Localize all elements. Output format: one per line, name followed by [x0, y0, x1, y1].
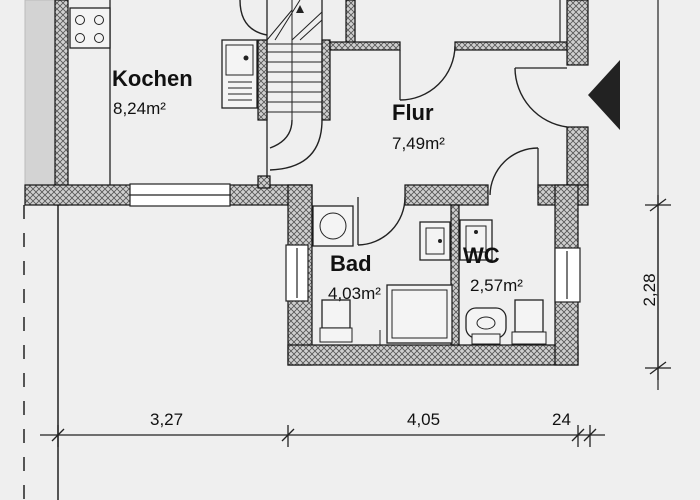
wall-stair-right: [321, 39, 331, 121]
bathroom-area: 4,03m²: [328, 284, 381, 303]
dimension-label-width-3: 24: [552, 410, 571, 429]
wall-bath-top: [404, 184, 489, 206]
wall-stair-left: [257, 39, 268, 121]
dimension-label-width-1: 3,27: [150, 410, 183, 429]
wc-name: WC: [463, 243, 500, 268]
wc-window: [554, 247, 581, 303]
exterior-strip: [24, 0, 56, 186]
hallway-name: Flur: [392, 100, 434, 125]
wc-cabinet: [511, 299, 547, 345]
bath-door: [357, 196, 406, 246]
wall-bath-wc-divider: [450, 204, 460, 346]
wc-sink-icon: [459, 219, 493, 261]
sink-icon: [221, 39, 258, 109]
wc-area: 2,57m²: [470, 276, 523, 295]
wall-stair-bottom: [257, 175, 271, 189]
toilet-icon: [465, 307, 507, 345]
washing-machine-icon: [312, 205, 354, 247]
wall-right-lower: [566, 126, 589, 188]
wall-top-center: [329, 41, 401, 51]
wall-bath-bottom: [287, 344, 579, 366]
wall-right-upper: [566, 0, 589, 66]
entrance-door: [514, 67, 568, 128]
bathtub-icon: [379, 284, 453, 345]
bath-sink-icon: [419, 221, 451, 261]
bath-window: [285, 244, 309, 302]
wall-kitchen-left: [54, 0, 69, 206]
wall-kitchen-bottom: [24, 184, 133, 206]
entrance-arrow-icon: [588, 60, 620, 130]
bathroom-name: Bad: [330, 251, 372, 276]
dimension-label-height: 2,28: [640, 273, 659, 306]
bath-toilet-icon: [319, 299, 353, 343]
hall-top-door: [399, 45, 456, 101]
kitchen-area: 8,24m²: [113, 99, 166, 118]
wall-top-mid: [345, 0, 356, 49]
dimension-label-width-2: 4,05: [407, 410, 440, 429]
stove-icon: [69, 7, 111, 49]
hallway-area: 7,49m²: [392, 134, 445, 153]
kitchen-name: Kochen: [112, 66, 193, 91]
dimension-lines: [40, 195, 671, 447]
staircase-icon: [239, 0, 323, 178]
wc-door: [489, 147, 539, 196]
kitchen-window: [129, 183, 231, 207]
wall-top-right: [454, 41, 568, 51]
